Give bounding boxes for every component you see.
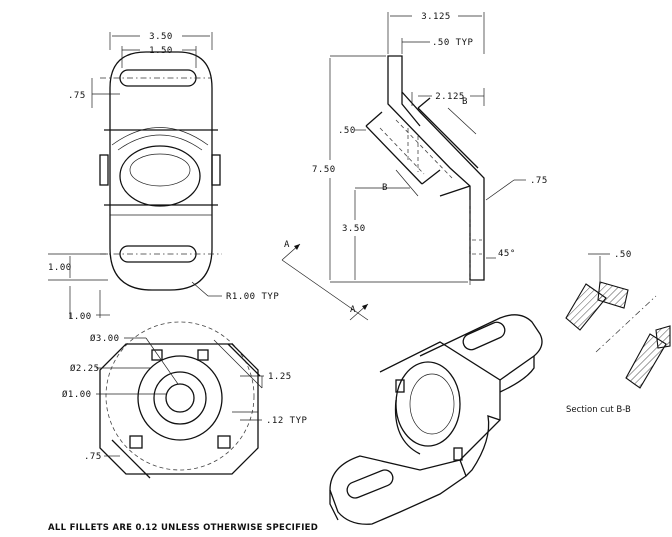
- dim-right-wall: .75: [530, 176, 548, 186]
- view-a-bottom: A: [350, 305, 356, 315]
- top-view: 3.50 1.50 .75 1.00 1.00 R1.00 TYP: [48, 32, 279, 322]
- dim-base-height: 3.50: [342, 224, 366, 234]
- aux-view: Ø3.00 Ø2.25 Ø1.00 1.25 .12 TYP .75: [62, 321, 308, 479]
- dim-top-width: 3.125: [421, 12, 451, 22]
- dim-thickness: .50 TYP: [432, 38, 474, 48]
- dim-radius: R1.00 TYP: [226, 292, 279, 302]
- view-a-top: A: [284, 240, 290, 250]
- dim-slot-offset: .75: [68, 91, 86, 101]
- section-mark-b-upper: B: [462, 97, 468, 107]
- dim-left-horizontal: 1.00: [68, 312, 92, 322]
- dim-inner-dia: Ø1.00: [62, 389, 92, 400]
- dim-mid-width: 2.125: [435, 92, 465, 102]
- dim-mid-dia: Ø2.25: [70, 363, 100, 374]
- dim-outer-dia: Ø3.00: [90, 333, 120, 344]
- dim-tab-depth: .12 TYP: [266, 416, 308, 426]
- dim-overall-width: 3.50: [149, 32, 173, 42]
- section-mark-b-lower: B: [382, 183, 388, 193]
- fillet-note: ALL FILLETS ARE 0.12 UNLESS OTHERWISE SP…: [48, 523, 318, 533]
- dim-angle: 45°: [498, 249, 516, 259]
- section-view: .50 Section cut B-B: [565, 250, 671, 415]
- isometric-view: [329, 314, 543, 525]
- dim-slot-length: 1.50: [149, 46, 173, 56]
- dim-overall-height: 7.50: [312, 165, 336, 175]
- dim-left-vertical: 1.00: [48, 263, 72, 273]
- dim-wall: .50: [338, 126, 356, 136]
- section-dim: .50: [614, 250, 632, 260]
- side-view: 3.125 .50 TYP 2.125 .50 7.50 3.50 .75 45…: [281, 12, 548, 321]
- dim-tab-width: 1.25: [268, 372, 292, 382]
- section-caption: Section cut B-B: [566, 405, 631, 415]
- dim-notch: .75: [84, 452, 102, 462]
